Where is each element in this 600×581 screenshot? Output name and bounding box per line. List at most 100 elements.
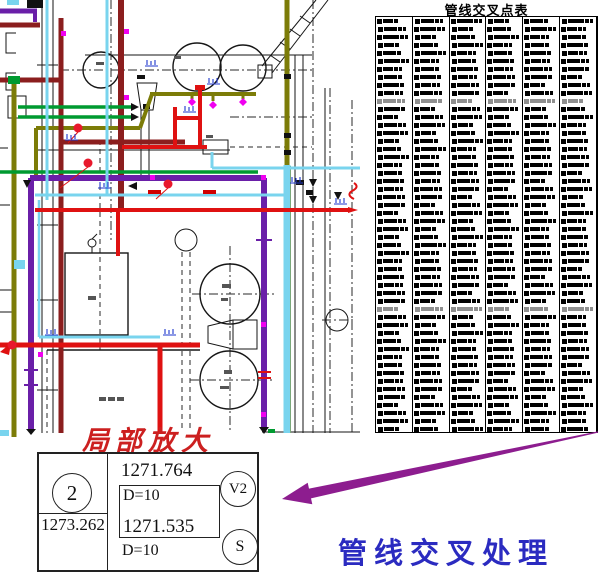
crossing-table-row: [450, 265, 486, 273]
crossing-table-row: [376, 97, 412, 105]
crossing-table-row: [376, 321, 412, 329]
crossing-table-row: [413, 217, 449, 225]
tank-circle-upper: [199, 263, 261, 325]
crossing-table-row: [486, 129, 522, 137]
crossing-table-row: [450, 17, 486, 25]
crossing-table-row: [413, 169, 449, 177]
crossing-table-row: [523, 401, 559, 409]
crossing-table-row: [560, 89, 596, 97]
crossing-table-row: [523, 225, 559, 233]
crossing-table-row: [523, 153, 559, 161]
crossing-table-row: [486, 241, 522, 249]
crossing-table-row: [486, 57, 522, 65]
crossing-table-row: [523, 57, 559, 65]
crossing-table-row: [560, 65, 596, 73]
crossing-table-row: [376, 73, 412, 81]
pipe-label-marks: [45, 60, 347, 336]
crossing-table-row: [413, 113, 449, 121]
crossing-table-row: [376, 393, 412, 401]
crossing-table-row: [450, 185, 486, 193]
crossing-table-row: [486, 249, 522, 257]
crossing-table-row: [560, 321, 596, 329]
crossing-table-row: [450, 289, 486, 297]
crossing-table-row: [486, 145, 522, 153]
crossing-table-row: [376, 153, 412, 161]
crossing-table-row: [486, 41, 522, 49]
crossing-table-row: [560, 153, 596, 161]
crossing-table-row: [523, 33, 559, 41]
detail-caption: 局部放大: [82, 426, 214, 457]
crossing-table-row: [560, 185, 596, 193]
crossing-table-row: [413, 337, 449, 345]
crossing-table-row: [486, 233, 522, 241]
crossing-table-row: [450, 113, 486, 121]
crossing-table-column: [376, 17, 413, 432]
crossing-table-row: [413, 257, 449, 265]
crossing-table-row: [523, 417, 559, 425]
crossing-table-row: [450, 297, 486, 305]
crossing-table-row: [486, 105, 522, 113]
purple-pipes: [0, 8, 272, 435]
crossing-table-row: [413, 105, 449, 113]
base-elevation: 1273.262: [41, 515, 105, 534]
crossing-table-row: [560, 337, 596, 345]
crossing-table-row: [413, 329, 449, 337]
crossing-table-row: [486, 313, 522, 321]
crossing-table-row: [486, 425, 522, 432]
crossing-table-row: [376, 241, 412, 249]
cyan-pipes: [0, 0, 360, 436]
crossing-table-row: [376, 225, 412, 233]
crossing-table-row: [486, 33, 522, 41]
crossing-table-row: [560, 409, 596, 417]
crossing-table-row: [523, 73, 559, 81]
crossing-table-row: [560, 281, 596, 289]
crossing-table-row: [560, 201, 596, 209]
crossing-table-row: [376, 57, 412, 65]
crossing-table-row: [560, 393, 596, 401]
crossing-table-row: [523, 353, 559, 361]
crossing-table-row: [450, 377, 486, 385]
crossing-table-row: [376, 249, 412, 257]
crossing-table-row: [486, 353, 522, 361]
crossing-table-row: [376, 257, 412, 265]
crossing-table-row: [523, 249, 559, 257]
crossing-table-row: [413, 313, 449, 321]
crossing-table-row: [376, 209, 412, 217]
crossing-detail-box: 2 1273.262 1271.764 D=10 1271.535 D=10 V…: [37, 452, 259, 572]
crossing-table-row: [560, 217, 596, 225]
crossing-table-row: [413, 65, 449, 73]
crossing-table-row: [486, 361, 522, 369]
crossing-table-row: [560, 57, 596, 65]
crossing-table-row: [450, 393, 486, 401]
structure-lines: [0, 0, 360, 433]
crossing-table: [375, 16, 598, 433]
crossing-table-row: [560, 369, 596, 377]
crossing-table-title: 管线交叉点表: [444, 4, 529, 19]
tank-rect: [64, 252, 129, 336]
crossing-table-row: [450, 425, 486, 432]
crossing-table-row: [376, 33, 412, 41]
crossing-table-row: [376, 313, 412, 321]
crossing-table-row: [413, 137, 449, 145]
crossing-table-row: [450, 145, 486, 153]
crossing-table-row: [450, 313, 486, 321]
crossing-table-row: [413, 233, 449, 241]
crossing-table-row: [450, 401, 486, 409]
pipe1-code-badge: V2: [220, 471, 256, 507]
crossing-table-row: [523, 289, 559, 297]
crossing-table-row: [376, 121, 412, 129]
crossing-table-row: [486, 345, 522, 353]
equipment-outlines: [64, 0, 349, 410]
crossing-table-row: [560, 417, 596, 425]
crossing-table-row: [413, 49, 449, 57]
crossing-table-row: [450, 105, 486, 113]
crossing-table-row: [523, 65, 559, 73]
crossing-table-row: [486, 401, 522, 409]
crossing-table-row: [376, 169, 412, 177]
crossing-table-row: [376, 337, 412, 345]
crossing-point-marker: [7, 123, 173, 350]
crossing-table-row: [560, 401, 596, 409]
crossing-table-row: [376, 113, 412, 121]
crossing-table-row: [413, 25, 449, 33]
